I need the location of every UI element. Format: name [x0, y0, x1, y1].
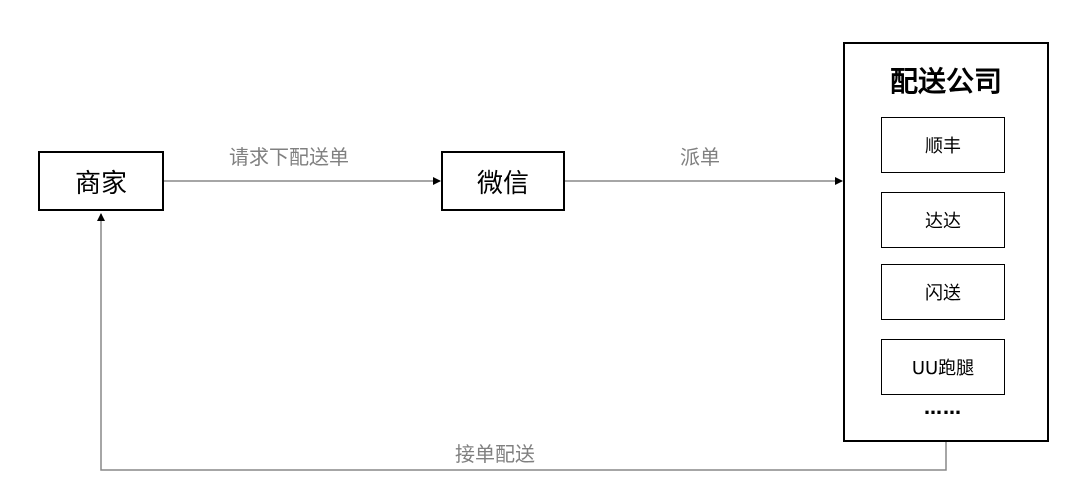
company-item: 顺丰 — [881, 117, 1005, 173]
merchant-label: 商家 — [74, 168, 127, 199]
merchant-node: 商家 — [38, 151, 164, 211]
request-order-label: 请求下配送单 — [229, 145, 349, 169]
delivery-company-title: 配送公司 — [889, 65, 1002, 98]
more-ellipsis: …… — [924, 398, 962, 419]
company-item: 闪送 — [881, 264, 1005, 320]
dispatch-label: 派单 — [680, 145, 720, 169]
company-item: UU跑腿 — [881, 339, 1005, 395]
accept-delivery-label: 接单配送 — [455, 442, 535, 466]
delivery-company-container — [843, 42, 1049, 442]
company-item: 达达 — [881, 192, 1005, 248]
wechat-node: 微信 — [441, 151, 565, 211]
arrow-company-to-merchant — [97, 213, 947, 471]
wechat-label: 微信 — [476, 168, 529, 199]
